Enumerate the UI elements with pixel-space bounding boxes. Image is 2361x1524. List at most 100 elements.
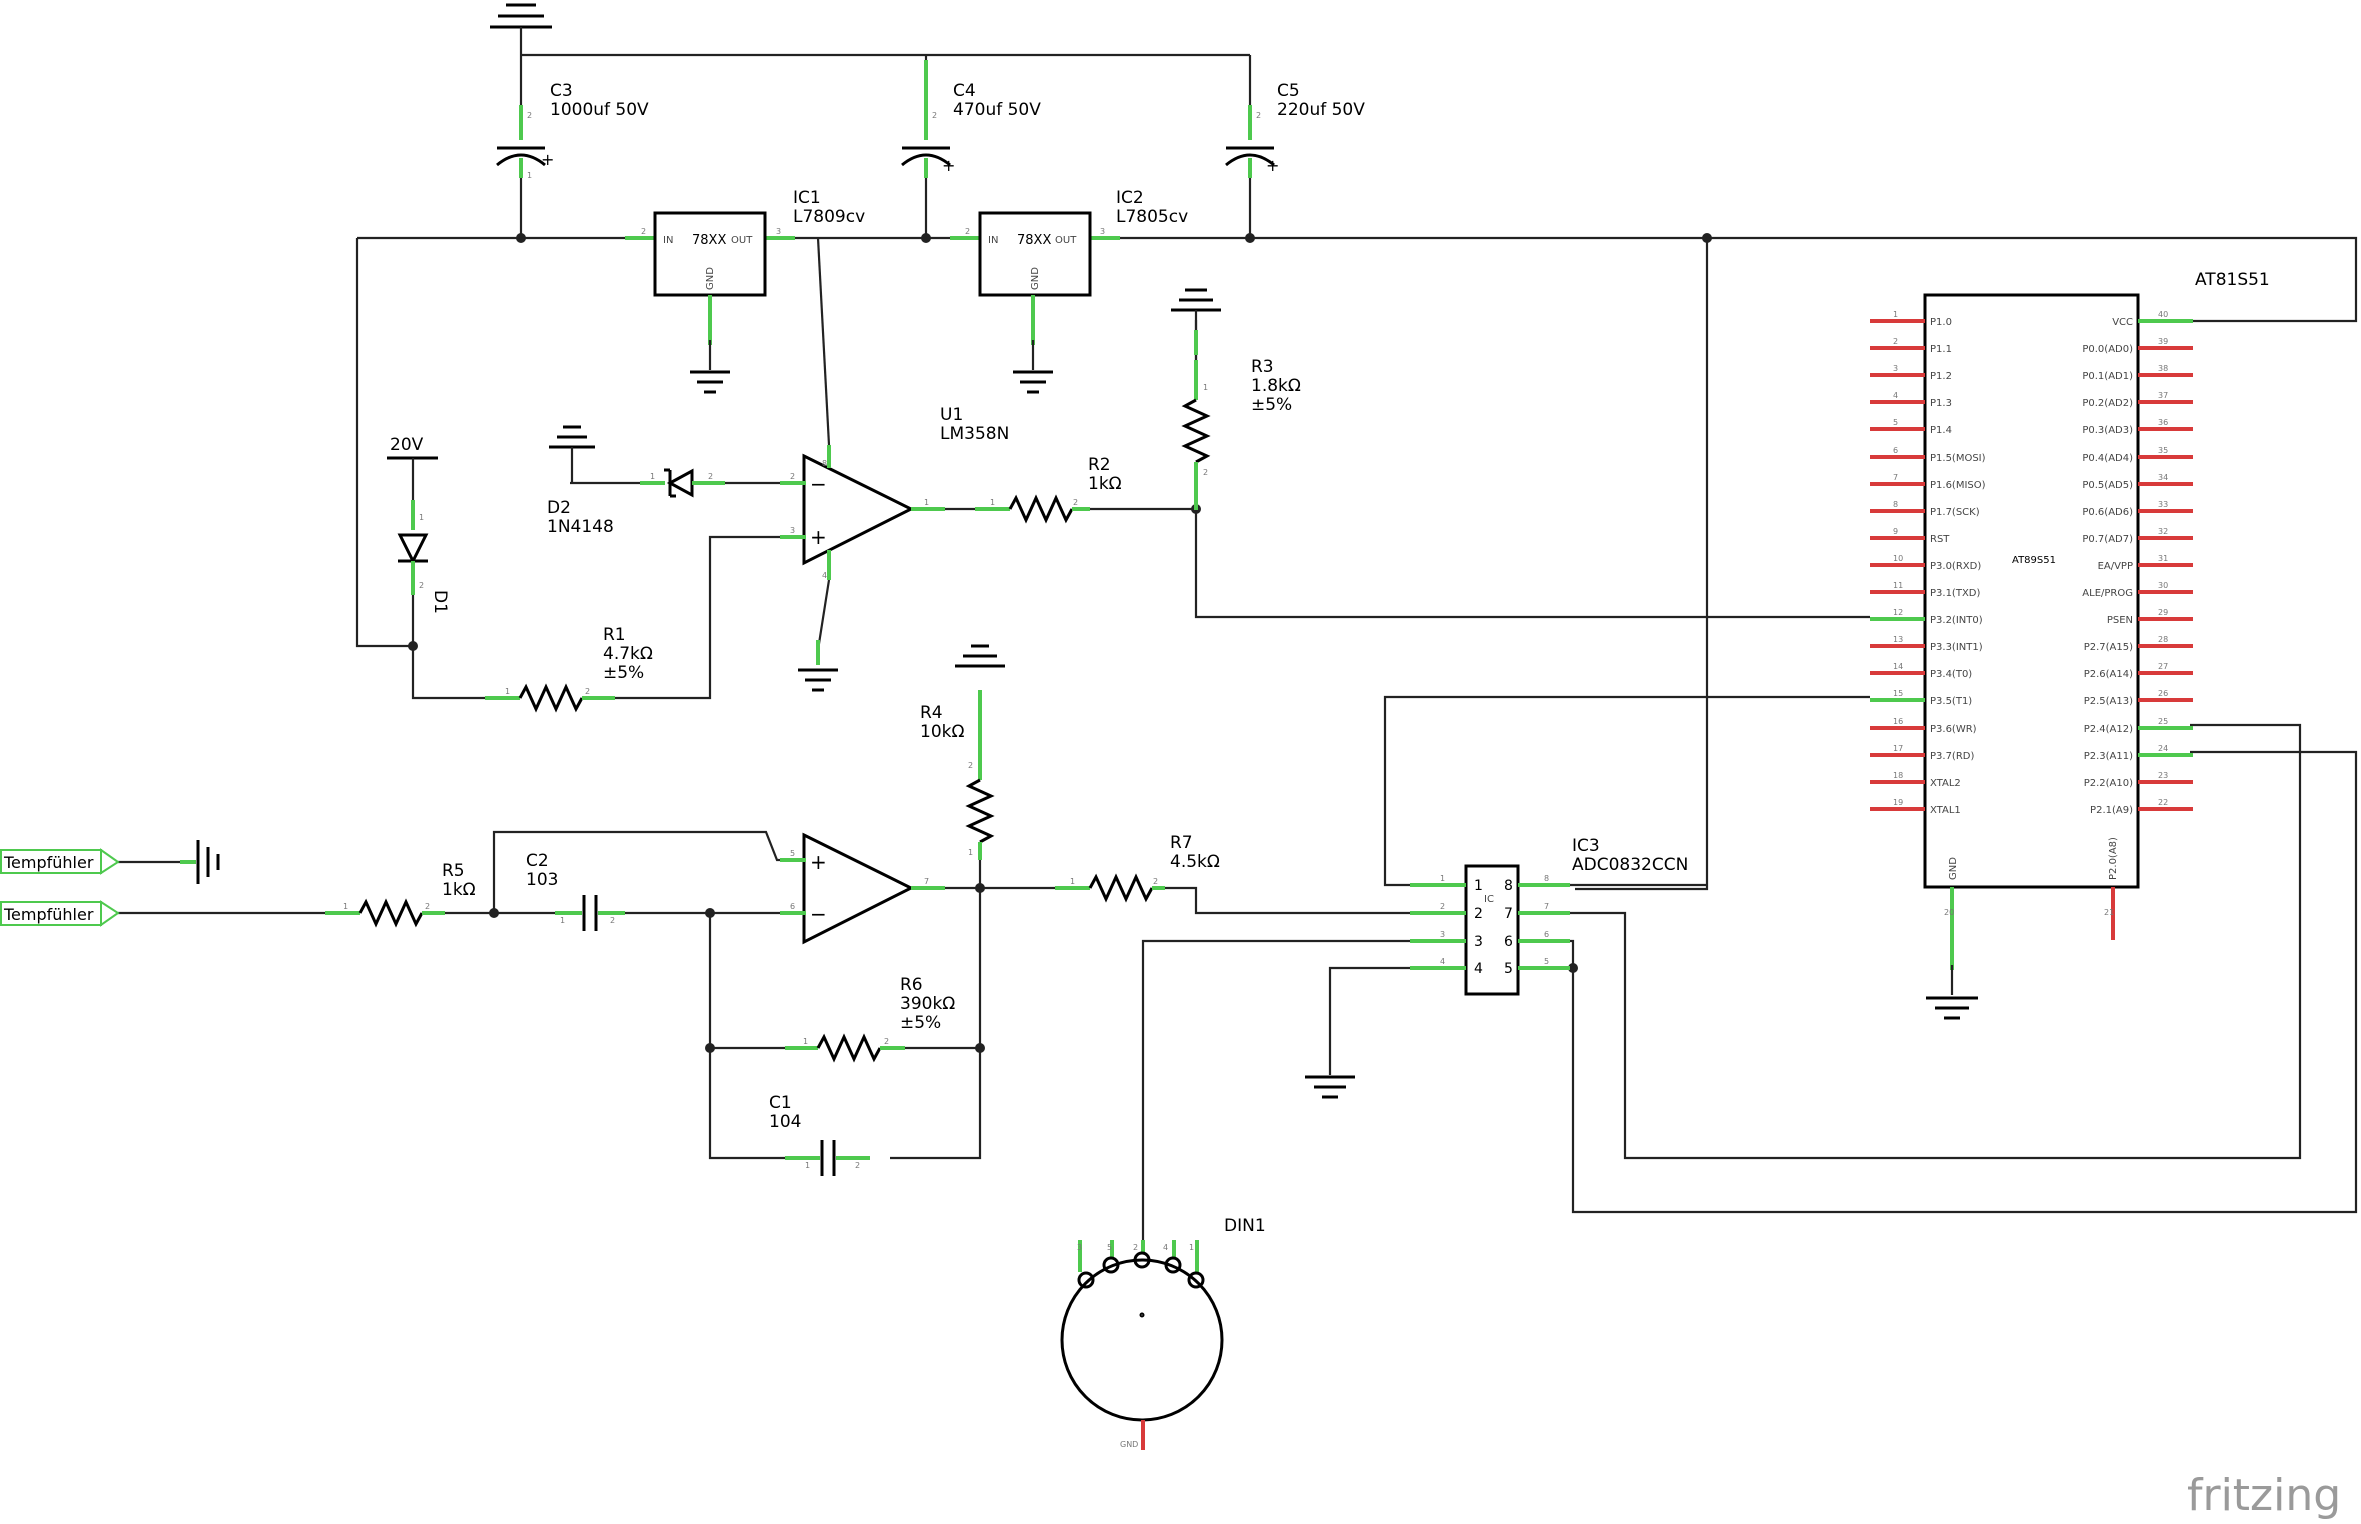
- mcu-pin-label: P1.5(MOSI): [1930, 453, 1986, 464]
- svg-text:2: 2: [965, 227, 970, 236]
- r4-ref: R4: [920, 703, 943, 723]
- mcu-ref: AT81S51: [2195, 270, 2270, 290]
- svg-text:6: 6: [1544, 930, 1549, 939]
- mcu-pin-number: 35: [2158, 446, 2168, 455]
- resistor-r2[interactable]: 1 2 R2 1kΩ: [975, 455, 1122, 524]
- r3-ref: R3: [1251, 357, 1274, 377]
- r6-tolerance: ±5%: [900, 1013, 941, 1033]
- din-connector-din1[interactable]: 3 5 2 4 1 GND DIN1: [1060, 1216, 1266, 1450]
- mcu-pin-number: 40: [2158, 310, 2168, 319]
- d1-ref: D1: [430, 590, 450, 614]
- mcu-pin-number: 8: [1893, 500, 1898, 509]
- r5-value: 1kΩ: [442, 880, 476, 900]
- svg-text:1: 1: [1440, 874, 1445, 883]
- resistor-r4[interactable]: 2 1 R4 10kΩ: [920, 690, 995, 860]
- svg-text:GND: GND: [1120, 1440, 1138, 1449]
- svg-text:1: 1: [1189, 1243, 1194, 1252]
- svg-text:21: 21: [2104, 908, 2114, 917]
- diode-d2[interactable]: 1 2 D2 1N4148: [547, 425, 725, 537]
- supply-20v: 20V: [387, 435, 438, 460]
- din1-ref: DIN1: [1224, 1216, 1266, 1236]
- svg-text:8: 8: [1544, 874, 1549, 883]
- diode-d1[interactable]: 1 2 D1: [397, 458, 450, 614]
- mcu-pin-number: 29: [2158, 608, 2168, 617]
- mcu-pin-number: 17: [1893, 744, 1903, 753]
- mcu-pin-label: P1.7(SCK): [1930, 507, 1980, 518]
- r6-value: 390kΩ: [900, 994, 955, 1014]
- c5-value: 220uf 50V: [1277, 100, 1365, 120]
- resistor-r1[interactable]: 1 2 R1 4.7kΩ ±5%: [485, 625, 653, 713]
- svg-text:1: 1: [560, 916, 565, 925]
- svg-text:2: 2: [641, 227, 646, 236]
- r7-ref: R7: [1170, 833, 1193, 853]
- svg-text:20: 20: [1944, 908, 1954, 917]
- mcu-pin-label: P1.1: [1930, 344, 1952, 355]
- opamp-u1[interactable]: − + 8 4 2 3 1 U1 LM358N: [780, 405, 1009, 580]
- mcu-pin-number: 19: [1893, 798, 1903, 807]
- mcu-pin-label: P2.3(A11): [2084, 751, 2133, 762]
- mcu-at89s51[interactable]: AT89S51 AT81S51 1P1.02P1.13P1.24P1.35P1.…: [1870, 270, 2270, 1020]
- mcu-pin-label: EA/VPP: [2098, 561, 2133, 572]
- mcu-pin-number: 24: [2158, 744, 2168, 753]
- connector-tempfuehler-2[interactable]: Tempfühler: [0, 900, 120, 927]
- ic2-value: L7805cv: [1116, 207, 1188, 227]
- c3-ref: C3: [550, 81, 573, 101]
- svg-text:2: 2: [855, 1161, 860, 1170]
- mcu-pin-label: P0.5(AD5): [2082, 480, 2133, 491]
- mcu-pin-number: 12: [1893, 608, 1903, 617]
- resistor-r3[interactable]: 1 2 R3 1.8kΩ ±5%: [1181, 357, 1301, 510]
- svg-text:1: 1: [1203, 383, 1208, 392]
- ic1-ref: IC1: [793, 188, 821, 208]
- mcu-pin-number: 4: [1893, 391, 1898, 400]
- capacitor-c2[interactable]: 1 2 C2 103: [526, 851, 625, 931]
- regulator-ic2[interactable]: IN 78XX OUT GND 2 3 IC2 L7805cv: [950, 188, 1188, 394]
- mcu-pin-label: P0.3(AD3): [2082, 425, 2133, 436]
- connector-tempfuehler-1[interactable]: Tempfühler: [0, 848, 120, 875]
- mcu-pin-number: 18: [1893, 771, 1903, 780]
- svg-text:5: 5: [1504, 961, 1513, 977]
- svg-text:4: 4: [1440, 957, 1445, 966]
- ground-symbol: [180, 840, 220, 884]
- adc-ic3[interactable]: IC 1 2 3 4 8 7 6 5 1 2 3 4 8 7 6 5 IC3 A…: [1410, 836, 1688, 996]
- regulator-ic1[interactable]: IN 78XX OUT GND 2 3 IC1 L7809cv: [625, 188, 865, 394]
- svg-text:78XX: 78XX: [692, 233, 726, 248]
- svg-text:3: 3: [790, 526, 795, 535]
- svg-text:1: 1: [505, 687, 510, 696]
- mcu-pin-label: P1.6(MISO): [1930, 480, 1986, 491]
- fritzing-watermark: fritzing: [2187, 1470, 2341, 1521]
- ic1-value: L7809cv: [793, 207, 865, 227]
- svg-text:2: 2: [708, 472, 713, 481]
- svg-text:2: 2: [1256, 111, 1261, 120]
- c4-value: 470uf 50V: [953, 100, 1041, 120]
- mcu-pin-label: P0.4(AD4): [2082, 453, 2133, 464]
- resistor-r7[interactable]: 1 2 R7 4.5kΩ: [1055, 833, 1220, 903]
- svg-text:1: 1: [990, 498, 995, 507]
- capacitor-c4[interactable]: + 2 C4 470uf 50V: [901, 60, 1041, 178]
- svg-text:2: 2: [884, 1037, 889, 1046]
- capacitor-c1[interactable]: 1 2 C1 104: [769, 1093, 870, 1176]
- svg-text:2: 2: [1474, 906, 1483, 922]
- c1-value: 104: [769, 1112, 801, 1132]
- resistor-r5[interactable]: 1 2 R5 1kΩ: [325, 861, 476, 928]
- mcu-pin-number: 33: [2158, 500, 2168, 509]
- svg-text:IN: IN: [988, 235, 998, 246]
- capacitor-c5[interactable]: + 2 C5 220uf 50V: [1225, 81, 1365, 178]
- svg-text:+: +: [810, 850, 827, 874]
- opamp-u2[interactable]: + − 5 6 7: [780, 832, 945, 945]
- svg-text:3: 3: [1100, 227, 1105, 236]
- capacitor-c3[interactable]: + 2 1 C3 1000uf 50V: [496, 81, 649, 180]
- mcu-pin-number: 39: [2158, 337, 2168, 346]
- mcu-pin-label: P1.4: [1930, 425, 1952, 436]
- mcu-pin-label: P3.4(T0): [1930, 669, 1972, 680]
- c4-ref: C4: [953, 81, 976, 101]
- mcu-pin-label: VCC: [2112, 317, 2133, 328]
- svg-text:20V: 20V: [390, 435, 424, 455]
- svg-text:2: 2: [1153, 877, 1158, 886]
- mcu-pin-number: 1: [1893, 310, 1898, 319]
- svg-text:1: 1: [803, 1037, 808, 1046]
- svg-text:6: 6: [1504, 934, 1513, 950]
- c2-value: 103: [526, 870, 558, 890]
- resistor-r6[interactable]: 1 2 R6 390kΩ ±5%: [785, 975, 955, 1063]
- mcu-right-pins: 40VCC39P0.0(AD0)38P0.1(AD1)37P0.2(AD2)36…: [2082, 310, 2193, 816]
- r5-ref: R5: [442, 861, 465, 881]
